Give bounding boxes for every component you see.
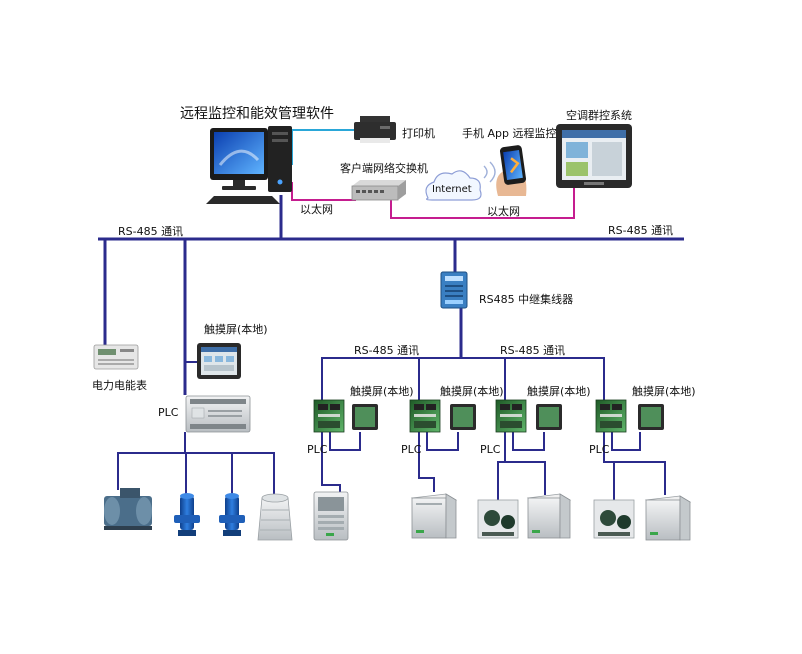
rs485-sub-left-label: RS-485 通讯 (354, 344, 419, 357)
computer-printer-link (291, 129, 354, 165)
printer-label: 打印机 (402, 126, 435, 140)
sub-bus-left (321, 357, 461, 400)
ethernet-left-label: 以太网 (300, 203, 333, 216)
bus-lines (98, 195, 684, 395)
controller-board-icon (595, 399, 627, 433)
touch-local-4-label: 触摸屏(本地) (632, 384, 696, 398)
smartphone-icon (496, 145, 527, 196)
plc-4-label: PLC (589, 443, 610, 456)
meter-label: 电力电能表 (92, 378, 147, 392)
touch-panel-icon (556, 124, 632, 188)
touch-panel-3-icon (536, 404, 562, 430)
software-label: 远程监控和能效管理软件 (180, 106, 334, 122)
cloud-icon (425, 170, 482, 201)
air-handler-icon (644, 495, 692, 541)
plc-icon (185, 395, 251, 433)
repeater-hub-icon (440, 271, 468, 309)
hvac-group-label: 空调群控系统 (566, 108, 632, 122)
water-pump-icon (219, 493, 245, 536)
touch-panel-1-icon (352, 404, 378, 430)
wifi-icon (483, 161, 496, 183)
touch-panel-2-icon (450, 404, 476, 430)
desktop-computer-icon (206, 126, 292, 204)
internet-label: Internet (432, 184, 472, 195)
controller-board-icon (313, 399, 345, 433)
condensing-unit-icon (477, 499, 519, 539)
air-handler-icon (313, 491, 349, 541)
touch-panel-4-icon (638, 404, 664, 430)
ethernet-left-link (291, 182, 356, 201)
power-meter-icon (93, 344, 139, 370)
ethernet-right-link (390, 188, 575, 219)
rs485-right-label: RS-485 通讯 (608, 224, 673, 237)
controller-board-icon (495, 399, 527, 433)
condensing-unit-icon (593, 499, 635, 539)
chiller-icon (104, 488, 152, 530)
air-handler-icon (526, 493, 572, 539)
cooling-tower-icon (257, 493, 293, 541)
plc-3-label: PLC (480, 443, 501, 456)
touch-local-3-label: 触摸屏(本地) (527, 384, 591, 398)
plc-main-label: PLC (158, 406, 179, 419)
touch-local-2-label: 触摸屏(本地) (440, 384, 504, 398)
sub-bus-lines (117, 357, 666, 500)
app-label: 手机 App 远程监控 (462, 126, 556, 140)
rs485-sub-right-label: RS-485 通讯 (500, 344, 565, 357)
air-handler-icon (410, 493, 458, 539)
rs485-left-label: RS-485 通讯 (118, 225, 183, 238)
touch-local-main-label: 触摸屏(本地) (204, 322, 268, 336)
plc-1-label: PLC (307, 443, 328, 456)
ethernet-right-label: 以太网 (487, 205, 520, 218)
repeater-label: RS485 中继集线器 (479, 292, 573, 306)
network-switch-icon (351, 180, 406, 201)
plc-2-label: PLC (401, 443, 422, 456)
touch-panel-main-icon (197, 343, 241, 379)
printer-icon (354, 116, 396, 143)
water-pump-icon (174, 493, 200, 536)
touch-local-1-label: 触摸屏(本地) (350, 384, 414, 398)
switch-label: 客户端网络交换机 (340, 161, 428, 175)
sub-bus-right (461, 357, 605, 400)
controller-board-icon (409, 399, 441, 433)
